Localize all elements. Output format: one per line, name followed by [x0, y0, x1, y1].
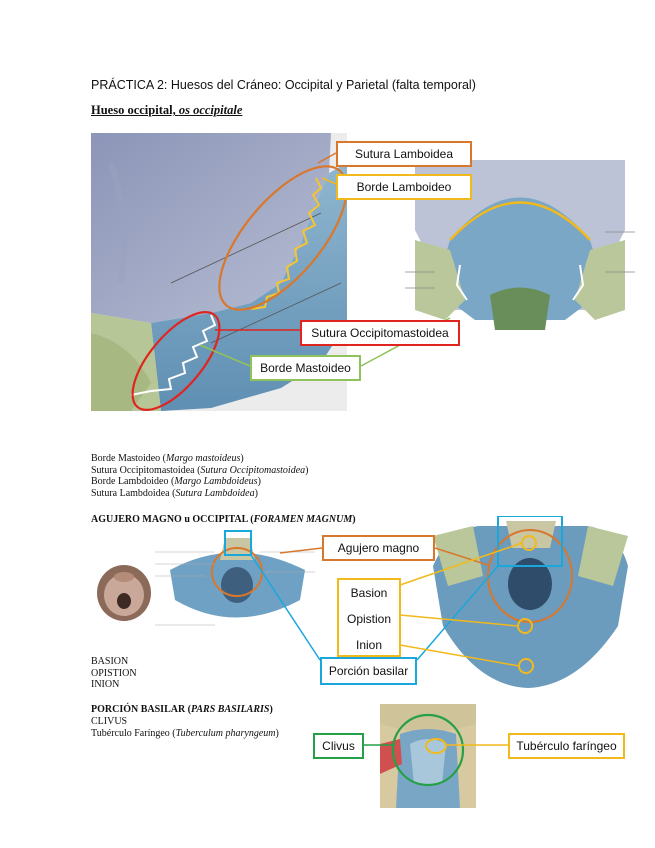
figure-skull-thumbnail	[95, 563, 153, 623]
section-heading-occipital: Hueso occipital, os occipitale	[91, 103, 242, 118]
label-clivus: Clivus	[313, 733, 364, 759]
label-agujero-magno: Agujero magno	[322, 535, 435, 561]
terms-list-section1: Borde Mastoideo (Margo mastoideus) Sutur…	[91, 453, 308, 499]
label-sutura-lamboidea: Sutura Lamboidea	[336, 141, 472, 167]
label-sutura-occipitomastoidea: Sutura Occipitomastoidea	[300, 320, 460, 346]
label-tuberculo-faringeo: Tubérculo faríngeo	[508, 733, 625, 759]
figure-foramen-inner	[155, 530, 315, 638]
section-heading-porcion-basilar: PORCIÓN BASILAR (PARS BASILARIS)	[91, 704, 273, 715]
term-borde-lambdoideo: Borde Lambdoideo (Margo Lambdoideus)	[91, 476, 261, 487]
page-title: PRÁCTICA 2: Huesos del Cráneo: Occipital…	[91, 78, 476, 92]
label-borde-lamboideo: Borde Lamboideo	[336, 174, 472, 200]
heading-italic: os occipitale	[178, 103, 243, 117]
term-sutura-occipitomastoidea: Sutura Occipitomastoidea (Sutura Occipit…	[91, 464, 309, 476]
term-sutura-lambdoidea: Sutura Lambdoidea (Sutura Lambdoidea)	[91, 487, 258, 499]
label-inion: Inion	[355, 638, 383, 652]
label-borde-mastoideo: Borde Mastoideo	[250, 355, 361, 381]
figure-occipital-lateral	[91, 133, 347, 411]
figure-clivus	[380, 704, 476, 808]
label-porcion-basilar: Porción basilar	[320, 657, 417, 685]
term-opistion: OPISTION	[91, 667, 137, 679]
term-basion: BASION	[91, 656, 129, 667]
label-opistion: Opistion	[346, 612, 392, 626]
term-tuberculo: Tubérculo Faríngeo (Tuberculum pharyngeu…	[91, 727, 279, 739]
lateral-skull-illustration	[91, 133, 347, 411]
section-heading-foramen: AGUJERO MAGNO u OCCIPITAL (FORAMEN MAGNU…	[91, 514, 356, 525]
section3-text: CLIVUS Tubérculo Faríngeo (Tuberculum ph…	[91, 716, 279, 739]
heading-plain: Hueso occipital,	[91, 103, 179, 117]
term-inion: INION	[91, 679, 120, 690]
term-borde-mastoideo: Borde Mastoideo (Margo mastoideus)	[91, 453, 244, 464]
term-clivus: CLIVUS	[91, 716, 128, 727]
basion-opistion-inion-box: Basion Opistion Inion	[337, 578, 401, 657]
terms-list-section2: BASION OPISTION INION	[91, 656, 137, 691]
label-basion: Basion	[350, 586, 388, 600]
